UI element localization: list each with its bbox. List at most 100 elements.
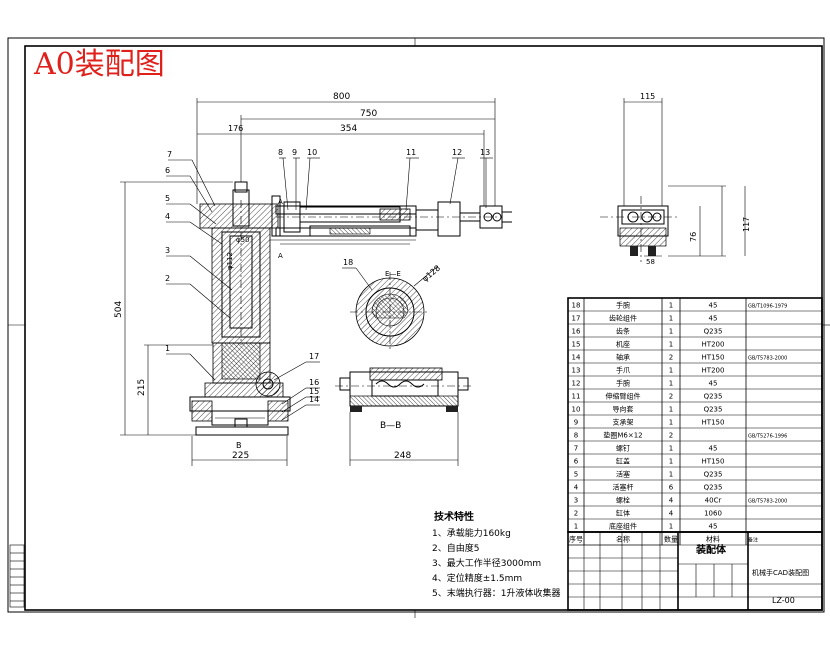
balloon-9: 9 bbox=[292, 148, 297, 157]
balloon-1: 1 bbox=[165, 344, 170, 353]
drawing-name: 装配体 bbox=[695, 543, 727, 556]
dim-504: 504 bbox=[114, 301, 124, 318]
bom-cell: 2 bbox=[669, 354, 673, 362]
dim-58: 58 bbox=[646, 258, 655, 266]
bom-cell: 1 bbox=[669, 419, 673, 427]
bom-cell: 1 bbox=[574, 523, 578, 531]
balloon-13: 13 bbox=[480, 148, 490, 157]
dim-750: 750 bbox=[360, 109, 377, 119]
sheet-title: A0装配图 bbox=[33, 47, 165, 82]
bom-cell: 活塞 bbox=[616, 470, 630, 479]
bom-cell: 5 bbox=[574, 471, 578, 479]
section-bb: B—B 248 bbox=[335, 367, 472, 466]
inner-frame bbox=[24, 45, 823, 611]
bom-header-cell: 序号 bbox=[569, 535, 583, 544]
bom-cell: 1 bbox=[669, 341, 673, 349]
bom-header-cell: 备注 bbox=[748, 537, 758, 544]
balloon-3: 3 bbox=[165, 246, 170, 255]
bom-cell: 1 bbox=[669, 302, 673, 310]
bom-cell: 齿条 bbox=[616, 327, 630, 336]
tech-item-3: 3、最大工作半径3000mm bbox=[432, 557, 541, 569]
balloon-7: 7 bbox=[167, 150, 172, 159]
bom-cell: 14 bbox=[572, 354, 581, 362]
dim-800: 800 bbox=[333, 92, 350, 102]
bom-cell: Q235 bbox=[704, 328, 723, 336]
balloon-11: 11 bbox=[406, 148, 416, 157]
bom-cell: 45 bbox=[709, 380, 718, 388]
bom-cell: 45 bbox=[709, 302, 718, 310]
bom-cell: 2 bbox=[669, 432, 673, 440]
bom-cell: 机座 bbox=[616, 340, 630, 349]
bom-cell: 1 bbox=[669, 458, 673, 466]
bom-cell: 1 bbox=[669, 315, 673, 323]
bom-cell: 6 bbox=[669, 484, 674, 492]
bom-cell: 1 bbox=[669, 328, 673, 336]
bom-cell: 底座组件 bbox=[609, 522, 637, 531]
balloon-10: 10 bbox=[307, 148, 317, 157]
bom-cell: 45 bbox=[709, 445, 718, 453]
bom-cell: 齿轮组件 bbox=[609, 314, 637, 323]
bom-cell: GB/T5276-1996 bbox=[748, 434, 787, 440]
section-ee: φ128 E—E 18 bbox=[342, 258, 442, 352]
bom-cell: 螺钉 bbox=[616, 444, 630, 453]
bom-cell: 4 bbox=[574, 484, 579, 492]
bom-cell: GB/T5783-2000 bbox=[748, 499, 787, 505]
bom-cell: 45 bbox=[709, 315, 718, 323]
section-ee-label: E—E bbox=[385, 270, 401, 278]
tech-item-4: 4、定位精度±1.5mm bbox=[432, 572, 522, 584]
title-block: 装配体 机械手CAD装配图 LZ-00 bbox=[567, 531, 823, 611]
dim-phi112: φ112 bbox=[226, 252, 234, 270]
bom-cell: HT150 bbox=[702, 354, 725, 362]
section-mark-a-top: A bbox=[278, 198, 283, 206]
bom-cell: 螺栓 bbox=[616, 496, 630, 505]
bom-cell: 16 bbox=[572, 328, 581, 336]
bom-cell: 11 bbox=[572, 393, 581, 401]
bom-cell: GB/T5783-2000 bbox=[748, 356, 787, 362]
section-mark-b: B bbox=[236, 441, 242, 450]
bom-cell: 4 bbox=[669, 510, 674, 518]
bom-cell: 1 bbox=[669, 471, 673, 479]
dim-248: 248 bbox=[394, 451, 411, 461]
bom-cell: HT150 bbox=[702, 419, 725, 427]
bom-cell: 13 bbox=[572, 367, 581, 375]
dim-176: 176 bbox=[228, 124, 243, 133]
bom-cell: 2 bbox=[669, 393, 673, 401]
tech-title: 技术特性 bbox=[434, 510, 474, 523]
bom-cell: 导向套 bbox=[613, 405, 634, 414]
bom-cell: 缸盖 bbox=[616, 457, 630, 466]
bom-cell: 1 bbox=[669, 367, 673, 375]
dim-phi50: φ50 bbox=[236, 236, 250, 244]
balloon-15: 15 bbox=[309, 387, 319, 396]
bom-header-cell: 材料 bbox=[706, 535, 720, 544]
bom-cell: 17 bbox=[572, 315, 581, 323]
dim-354: 354 bbox=[340, 124, 357, 134]
balloon-16: 16 bbox=[309, 378, 319, 387]
balloon-2: 2 bbox=[165, 274, 170, 283]
bom-cell: 12 bbox=[572, 380, 581, 388]
bom-cell: 18 bbox=[572, 302, 581, 310]
bom-header-cell: 名称 bbox=[616, 535, 630, 544]
bom-cell: 1 bbox=[669, 380, 673, 388]
bom-cell: Q235 bbox=[704, 471, 723, 479]
bom-cell: 1 bbox=[669, 445, 673, 453]
bom-cell: HT150 bbox=[702, 458, 725, 466]
dim-215: 215 bbox=[137, 379, 147, 396]
bom-cell: 1060 bbox=[704, 510, 722, 518]
project-name: 机械手CAD装配图 bbox=[752, 568, 809, 577]
balloon-17: 17 bbox=[309, 352, 319, 361]
bom-cell: 8 bbox=[574, 432, 578, 440]
main-view: A A B bbox=[189, 181, 512, 450]
dim-115: 115 bbox=[640, 92, 655, 101]
dim-76: 76 bbox=[689, 232, 698, 242]
bom-cell: Q235 bbox=[704, 393, 723, 401]
tech-item-2: 2、自由度5 bbox=[432, 542, 479, 554]
bom-cell: 2 bbox=[574, 510, 578, 518]
bom-cell: 7 bbox=[574, 445, 578, 453]
bom-cell: 45 bbox=[709, 523, 718, 531]
bom-cell: 垫圈M6×12 bbox=[603, 431, 642, 440]
section-bb-label: B—B bbox=[380, 421, 401, 431]
tech-item-5: 5、末端执行器：1升液体收集器 bbox=[432, 587, 560, 599]
dim-117: 117 bbox=[742, 217, 751, 232]
